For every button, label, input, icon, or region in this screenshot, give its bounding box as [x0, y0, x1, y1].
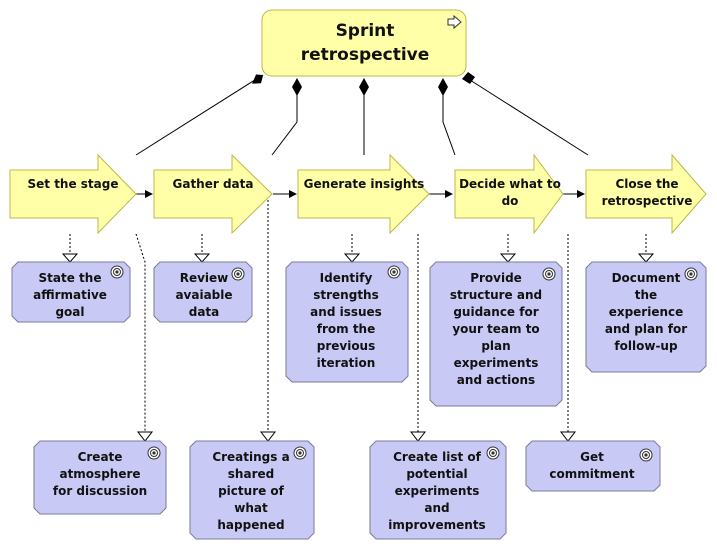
phase-arrow-generate-insights[interactable] [297, 153, 430, 235]
activity-box-get-commitment[interactable] [525, 440, 661, 492]
diagram-title: Sprint retrospective [300, 21, 430, 65]
connector-title-to-gather-data [271, 87, 298, 156]
phase-arrow-gather-data[interactable] [153, 153, 273, 235]
title-box[interactable] [261, 9, 467, 77]
activity-label: Get commitment [549, 450, 635, 481]
connector-title-to-decide-what-to-do [442, 95, 456, 156]
triangle-down-icon [637, 253, 655, 263]
composition-connectors [135, 72, 589, 156]
phase-label-generate-insights: Generate insights [303, 176, 425, 191]
activity-box-document-experience[interactable] [585, 261, 707, 373]
connector-title-to-set-the-stage [135, 77, 259, 156]
diamond-icon [462, 72, 475, 84]
activity-label: Identify strengths and issues from the p… [310, 271, 382, 370]
diamond-icon [438, 78, 448, 96]
phase-arrow-close-the-retrospective[interactable] [585, 153, 707, 235]
triangle-down-icon [193, 253, 211, 263]
activity-box-review-available-data[interactable] [153, 261, 253, 323]
activity-box-create-list[interactable] [369, 440, 507, 540]
target-icon [639, 448, 653, 462]
phase-arrow-decide-what-to-do[interactable] [454, 153, 564, 235]
triangle-down-icon [136, 431, 154, 442]
diamond-icon [292, 78, 302, 96]
phase-label-decide-what-to-do: Decide what to do [459, 177, 561, 208]
triangle-down-icon [61, 253, 79, 263]
open-arrowheads [61, 253, 655, 442]
phase-label-set-the-stage: Set the stage [27, 176, 119, 191]
dotted-connector [135, 233, 146, 432]
target-icon [110, 265, 124, 279]
phase-arrow-set-the-stage[interactable] [9, 153, 137, 235]
triangle-down-icon [499, 253, 517, 263]
activity-label: State the affirmative goal [33, 271, 107, 319]
activity-label: Create atmosphere for discussion [52, 450, 148, 498]
activity-label: Review avaiable data [175, 271, 233, 319]
connector-title-to-close-the-retrospective [469, 79, 589, 156]
arrow-right-icon [447, 14, 462, 30]
target-icon [542, 267, 556, 281]
target-icon [486, 446, 500, 460]
target-icon [684, 267, 698, 281]
target-icon [147, 446, 161, 460]
activity-box-provide-structure[interactable] [429, 261, 563, 407]
activity-box-shared-picture[interactable] [189, 440, 315, 540]
activity-label: Document the experience and plan for fol… [604, 271, 688, 353]
target-icon [293, 446, 307, 460]
activity-box-identify-strengths[interactable] [285, 261, 409, 383]
activity-label: Creatings a shared picture of what happe… [212, 450, 290, 532]
target-icon [387, 265, 401, 279]
activity-label: Provide structure and guidance for your … [449, 271, 543, 387]
phase-label-close-the-retrospective: Close the retrospective [601, 177, 693, 208]
diamond-icon [252, 74, 264, 84]
activity-shapes [11, 261, 707, 540]
triangle-down-icon [343, 253, 361, 263]
triangle-down-icon [259, 431, 277, 442]
dotted-connectors [69, 200, 647, 432]
phase-shapes [9, 153, 707, 235]
triangle-down-icon [559, 431, 577, 442]
triangle-down-icon [409, 431, 427, 442]
activity-label: Create list of potential experiments and… [388, 450, 486, 532]
activity-box-create-atmosphere[interactable] [33, 440, 167, 515]
diamond-icon [359, 78, 369, 96]
target-icons [110, 265, 698, 462]
phase-label-gather-data: Gather data [172, 176, 254, 191]
activity-box-state-the-affirmative-goal[interactable] [11, 261, 131, 323]
target-icon [231, 267, 245, 281]
